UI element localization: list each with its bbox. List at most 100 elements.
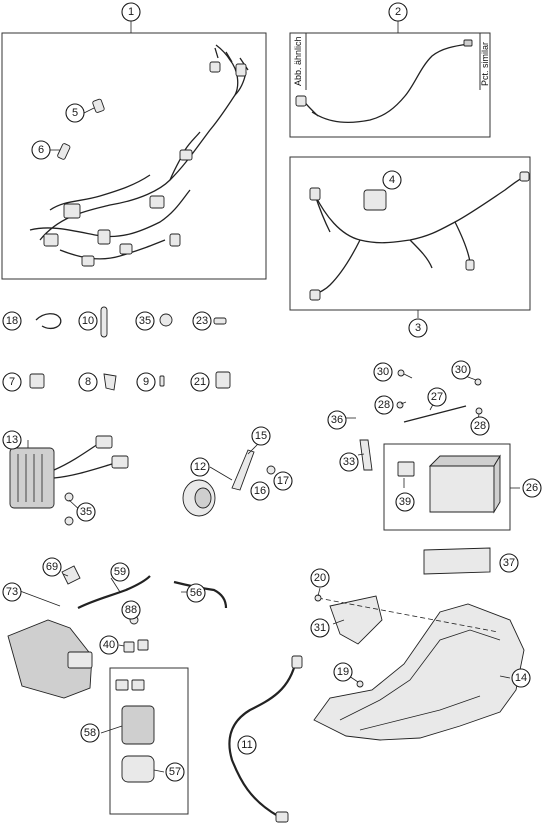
svg-text:69: 69 [46, 561, 58, 573]
label-similar-en: Pct. similar [480, 42, 490, 86]
relay-box [109, 667, 189, 815]
svg-text:23: 23 [196, 315, 208, 327]
svg-text:33: 33 [343, 456, 355, 468]
callout-39: 39 [395, 492, 415, 512]
svg-text:56: 56 [190, 587, 202, 599]
fuse-9 [159, 375, 165, 387]
svg-text:59: 59 [114, 566, 126, 578]
svg-text:39: 39 [399, 496, 411, 508]
svg-text:21: 21 [194, 376, 206, 388]
svg-text:36: 36 [331, 414, 343, 426]
callout-28a: 28 [374, 395, 394, 415]
svg-text:3: 3 [415, 322, 421, 334]
callout-30a: 30 [373, 362, 393, 382]
starter-group [7, 565, 303, 823]
svg-text:28: 28 [474, 420, 486, 432]
svg-text:26: 26 [526, 482, 538, 494]
similar-box [289, 32, 491, 138]
callout-16: 16 [250, 481, 270, 501]
svg-text:30: 30 [455, 364, 467, 376]
callout-19: 19 [333, 662, 353, 682]
svg-text:6: 6 [38, 144, 44, 156]
grommet-34 [159, 313, 173, 327]
svg-text:14: 14 [515, 672, 527, 684]
small-parts-row-2 [29, 371, 231, 391]
svg-text:58: 58 [84, 727, 96, 739]
callout-17: 17 [273, 471, 293, 491]
callout-11: 11 [237, 735, 257, 755]
callout-30b: 30 [451, 360, 471, 380]
svg-text:37: 37 [503, 557, 515, 569]
callout-4: 4 [382, 170, 402, 190]
svg-text:88: 88 [125, 604, 137, 616]
harness-box [1, 32, 267, 280]
small-parts-row-1 [35, 306, 227, 338]
callout-6: 6 [31, 140, 51, 160]
svg-text:11: 11 [241, 739, 252, 751]
svg-text:17: 17 [277, 475, 289, 487]
battery-group [359, 369, 520, 531]
callout-5: 5 [65, 103, 85, 123]
callout-2: 2 [388, 2, 408, 22]
subframe-group [313, 547, 525, 741]
callout-59: 59 [110, 562, 130, 582]
callout-26: 26 [522, 478, 542, 498]
callout-10: 10 [78, 311, 98, 331]
svg-text:40: 40 [103, 639, 115, 651]
callout-12: 12 [190, 457, 210, 477]
callout-27: 27 [427, 387, 447, 407]
callout-21: 21 [190, 372, 210, 392]
bracket-10 [100, 306, 108, 338]
callout-15: 15 [251, 426, 271, 446]
callout-20: 20 [310, 568, 330, 588]
callout-13: 13 [2, 430, 22, 450]
svg-text:35: 35 [80, 506, 92, 518]
regulator-group [9, 435, 129, 526]
callout-8: 8 [78, 372, 98, 392]
callout-9: 9 [136, 372, 156, 392]
callout-56: 56 [186, 583, 206, 603]
svg-text:10: 10 [82, 315, 94, 327]
svg-text:27: 27 [431, 391, 443, 403]
svg-text:5: 5 [72, 107, 78, 119]
callout-35: 35 [76, 502, 96, 522]
svg-text:16: 16 [254, 485, 266, 497]
wiring-harness-2-group [289, 156, 531, 318]
holder-8 [103, 373, 117, 391]
callout-69: 69 [42, 557, 62, 577]
callout-36: 36 [327, 410, 347, 430]
svg-text:28: 28 [378, 399, 390, 411]
svg-text:18: 18 [6, 315, 18, 327]
callout-34: 35 [135, 311, 155, 331]
wiring-harness-group [1, 21, 267, 280]
wiring-similar-group: Abb. ähnlich Pct. similar [289, 21, 491, 138]
svg-text:73: 73 [6, 586, 18, 598]
horn-group [182, 449, 276, 517]
callout-40: 40 [99, 635, 119, 655]
cover-21 [215, 371, 231, 389]
svg-text:19: 19 [337, 666, 349, 678]
svg-text:8: 8 [85, 376, 91, 388]
callout-23: 23 [192, 311, 212, 331]
callout-28b: 28 [470, 416, 490, 436]
svg-text:4: 4 [389, 174, 395, 186]
callout-88: 88 [121, 600, 141, 620]
svg-text:9: 9 [143, 376, 149, 388]
battery-box [383, 443, 511, 531]
svg-text:2: 2 [395, 6, 401, 18]
svg-text:31: 31 [314, 622, 326, 634]
callout-31: 31 [310, 618, 330, 638]
callout-58: 58 [80, 723, 100, 743]
svg-text:57: 57 [169, 766, 181, 778]
svg-text:7: 7 [9, 376, 15, 388]
label-similar-de: Abb. ähnlich [293, 36, 303, 86]
svg-text:12: 12 [194, 461, 206, 473]
harness-2-box [289, 156, 531, 311]
callout-37: 37 [499, 553, 519, 573]
callout-3: 3 [408, 318, 428, 338]
svg-text:30: 30 [377, 366, 389, 378]
callout-7: 7 [2, 372, 22, 392]
clip-23 [213, 317, 227, 325]
